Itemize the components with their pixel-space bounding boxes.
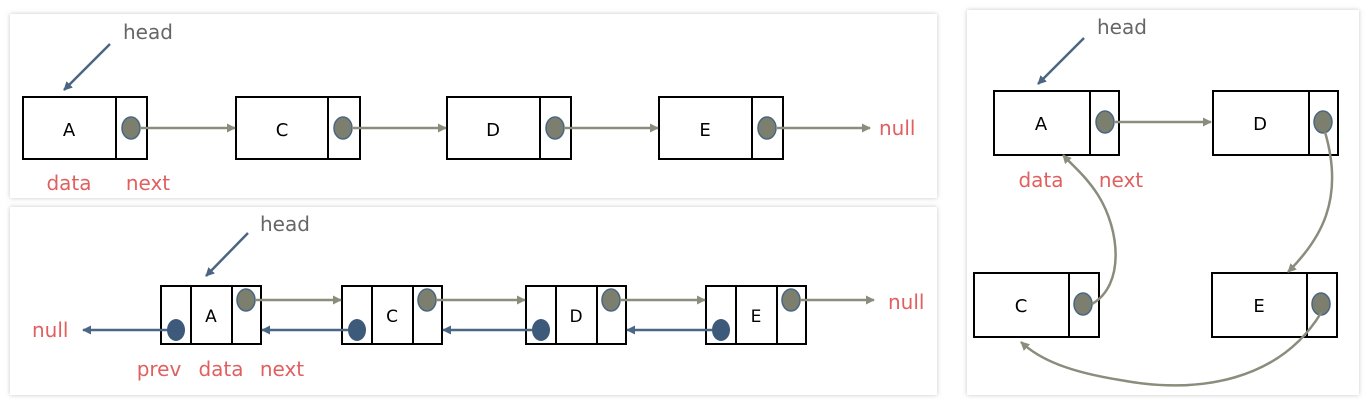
node-box: E xyxy=(705,285,807,345)
node-box: E xyxy=(1211,272,1338,338)
dot-pointer-icon xyxy=(236,288,256,312)
dot-pointer-icon xyxy=(545,116,565,140)
next-arrow xyxy=(1020,312,1323,387)
prev-field-label: prev xyxy=(137,357,182,381)
node-box: A xyxy=(993,90,1120,156)
dot-pointer-icon xyxy=(417,288,437,312)
node-box: D xyxy=(446,96,572,160)
node-value: D xyxy=(486,120,500,141)
node-box: D xyxy=(1212,90,1339,156)
dot-pointer-icon xyxy=(1073,292,1093,316)
head-pointer-arrow xyxy=(63,43,111,91)
dot-pointer-icon xyxy=(1095,110,1115,134)
node-value: C xyxy=(1015,296,1028,317)
next-arrow xyxy=(1287,131,1334,273)
data-field-label: data xyxy=(1018,168,1063,192)
dot-pointer-icon xyxy=(1313,110,1333,134)
null-label-right: null xyxy=(888,290,924,314)
next-field-label: next xyxy=(1099,168,1143,192)
node-value: C xyxy=(386,307,398,327)
dot-pointer-icon xyxy=(532,319,550,341)
node-value: D xyxy=(1253,114,1267,135)
dot-pointer-icon xyxy=(601,288,621,312)
null-label-left: null xyxy=(32,318,68,342)
data-field-label: data xyxy=(198,357,243,381)
dot-pointer-icon xyxy=(712,319,730,341)
dot-pointer-icon xyxy=(348,319,366,341)
next-field-label: next xyxy=(260,357,304,381)
head-label: head xyxy=(1097,15,1147,39)
next-field-label: next xyxy=(126,171,170,195)
node-value: E xyxy=(751,307,762,327)
node-box: D xyxy=(525,285,627,345)
doubly-linked-list: head A C D xyxy=(32,212,924,381)
node-value: D xyxy=(569,307,582,327)
node-value: A xyxy=(1035,114,1048,135)
next-arrow xyxy=(1062,154,1117,306)
node-value: A xyxy=(63,120,76,141)
head-label: head xyxy=(123,20,173,44)
circular-linked-list: head A D C E xyxy=(973,15,1339,387)
dot-pointer-icon xyxy=(167,319,185,341)
dot-pointer-icon xyxy=(757,116,777,140)
node-box: E xyxy=(658,96,784,160)
head-pointer-arrow xyxy=(205,232,249,277)
dot-pointer-icon xyxy=(1311,292,1331,316)
dot-pointer-icon xyxy=(333,116,353,140)
node-box: C xyxy=(973,272,1100,338)
node-box: A xyxy=(160,285,262,345)
head-pointer-arrow xyxy=(1037,37,1085,85)
node-value: E xyxy=(699,120,710,141)
singly-linked-list: head A C D E xyxy=(22,20,915,195)
dot-pointer-icon xyxy=(121,116,141,140)
head-label: head xyxy=(260,212,310,236)
node-value: E xyxy=(1253,296,1264,317)
null-label: null xyxy=(879,116,915,140)
dot-pointer-icon xyxy=(781,288,801,312)
node-box: A xyxy=(22,96,148,160)
node-box: C xyxy=(341,285,443,345)
node-value: C xyxy=(276,120,289,141)
node-box: C xyxy=(235,96,361,160)
data-field-label: data xyxy=(46,171,91,195)
node-value: A xyxy=(205,307,217,327)
